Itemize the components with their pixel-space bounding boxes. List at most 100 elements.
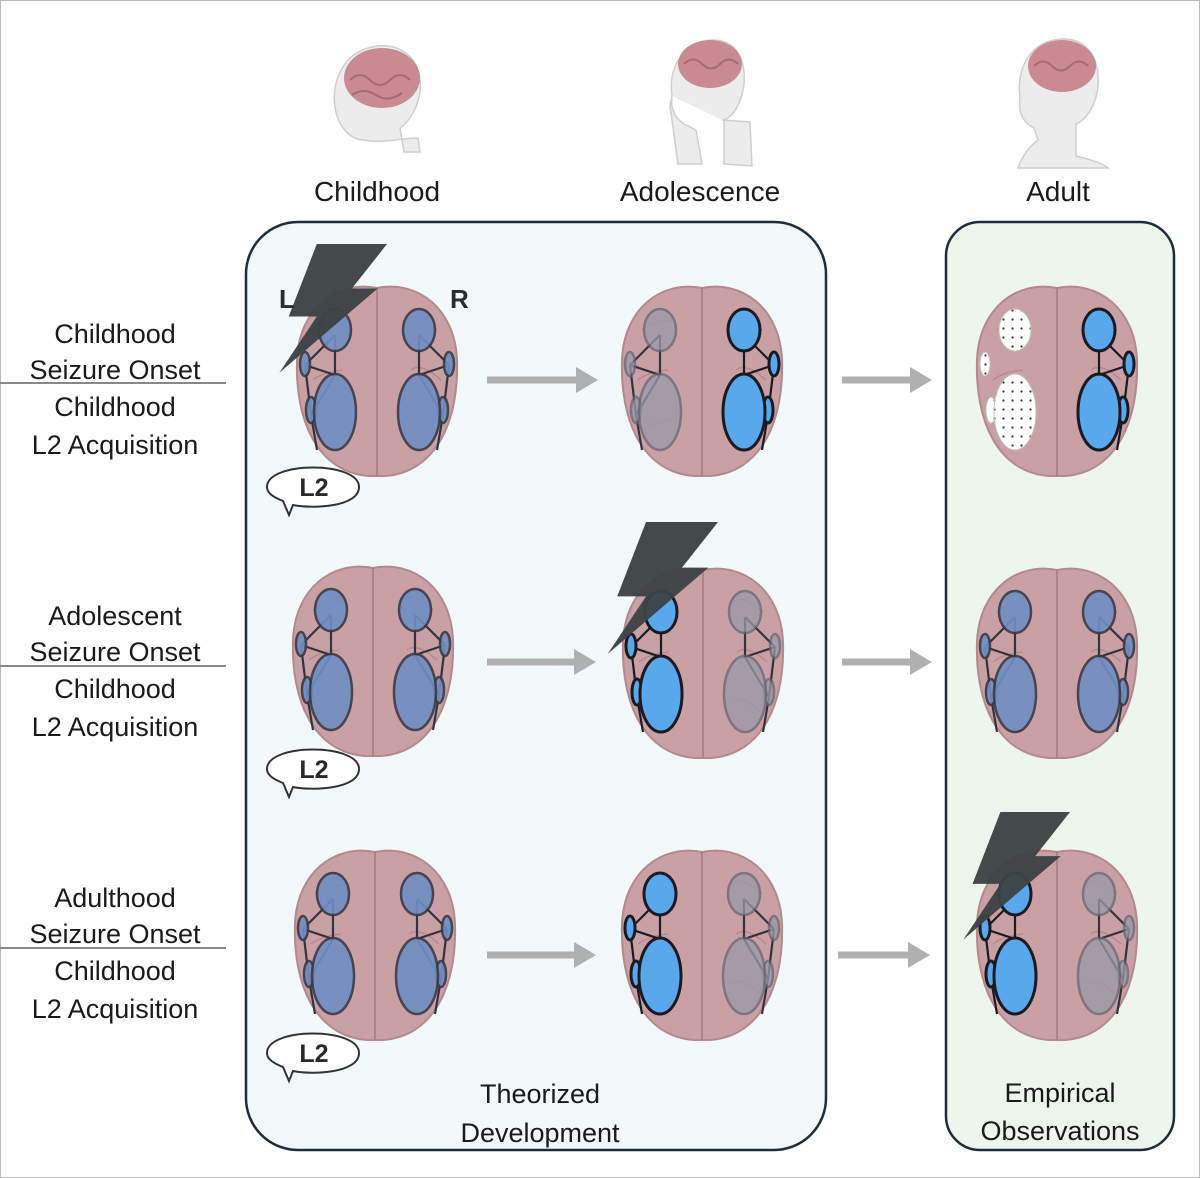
network-node	[294, 630, 308, 658]
brain-gyrus	[406, 646, 438, 661]
arrow-right-icon	[487, 367, 598, 393]
stage-label-childhood: Childhood	[313, 176, 441, 207]
brain-gyrus	[638, 651, 670, 663]
l2-bubble-label: L2	[299, 756, 329, 784]
brain-row2-adult	[975, 567, 1139, 759]
network-node	[638, 654, 684, 734]
brain-row3-adolescence	[620, 849, 784, 1041]
network-node	[768, 632, 782, 660]
row3-seizure-label-2: Seizure Onset	[29, 919, 201, 949]
network-node	[642, 871, 678, 917]
network-node	[992, 654, 1038, 734]
right-hemisphere-label: R	[450, 284, 469, 314]
arrow-head	[908, 942, 930, 968]
arrow-right-icon	[487, 942, 596, 968]
child-head-icon	[333, 45, 422, 153]
row2-l2-label-2: L2 Acquisition	[31, 712, 199, 742]
brain-gyrus	[312, 369, 344, 381]
theorized-label-line1: Theorized	[479, 1079, 601, 1109]
network-node	[312, 372, 358, 452]
network-node	[396, 372, 442, 452]
network-node	[438, 630, 452, 658]
empirical-label-line2: Observations	[980, 1116, 1140, 1146]
speech-bubble-shape	[265, 466, 361, 518]
network-node	[721, 372, 767, 452]
theorized-label-line2: Development	[460, 1118, 620, 1148]
brain-gyrus	[736, 648, 768, 663]
row2-l2-label: Childhood	[54, 674, 176, 704]
network-node	[992, 936, 1038, 1016]
row2-seizure-label: Adolescent	[48, 601, 182, 631]
network-node	[394, 936, 440, 1016]
network-node	[1081, 307, 1117, 353]
network-node	[767, 350, 781, 378]
stage-label-adolescence: Adolescence	[619, 176, 781, 207]
brain-row1-adolescence	[620, 285, 784, 477]
network-node	[1081, 589, 1117, 635]
left-hemisphere-label: L	[279, 284, 295, 314]
arrow-right-icon	[842, 367, 932, 393]
brain-row3-childhood	[293, 849, 457, 1041]
network-node	[397, 587, 433, 633]
row1-l2-label: Childhood	[54, 392, 176, 422]
network-node	[998, 308, 1032, 352]
speech-bubble-icon	[265, 1032, 361, 1084]
speech-bubble-shape	[265, 1032, 361, 1084]
network-node	[997, 589, 1033, 635]
adolescent-head-icon	[669, 39, 753, 167]
lightning-icon	[963, 812, 1070, 940]
network-node	[637, 372, 683, 452]
brain-gyrus	[408, 930, 440, 945]
row3-seizure-label: Adulthood	[54, 883, 176, 913]
network-node	[392, 652, 438, 732]
network-node	[727, 589, 763, 635]
l2-bubble-label: L2	[299, 474, 329, 502]
brain-gyrus	[992, 933, 1024, 945]
row1-seizure-label: Childhood	[54, 319, 176, 349]
network-node	[310, 936, 356, 1016]
network-node	[623, 914, 637, 942]
network-node	[1122, 350, 1136, 378]
lightning-icon	[279, 244, 387, 373]
arrow-right-icon	[487, 649, 596, 675]
network-node	[642, 307, 678, 353]
network-node	[726, 871, 762, 917]
network-node	[978, 632, 992, 660]
network-node	[442, 350, 456, 378]
network-node	[1076, 654, 1122, 734]
network-node	[993, 373, 1037, 451]
network-node	[726, 307, 762, 353]
arrow-head	[910, 649, 932, 675]
network-node	[399, 871, 435, 917]
empirical-label-line1: Empirical	[1004, 1078, 1116, 1108]
arrow-right-icon	[838, 942, 930, 968]
adult-head-icon	[1016, 38, 1110, 169]
network-node	[1081, 871, 1117, 917]
speech-bubble-icon	[265, 748, 361, 800]
network-node	[440, 914, 454, 942]
network-node	[722, 654, 768, 734]
brain-gyrus	[637, 933, 669, 945]
speech-bubble-shape	[265, 748, 361, 800]
row2-seizure-label-2: Seizure Onset	[29, 637, 201, 667]
arrow-head	[574, 649, 596, 675]
network-node	[1122, 632, 1136, 660]
network-node	[623, 350, 637, 378]
network-node	[308, 652, 354, 732]
lightning-icon	[607, 522, 718, 654]
brain-gyrus	[1090, 648, 1122, 663]
brain-gyrus	[1090, 366, 1122, 381]
row3-l2-label-2: L2 Acquisition	[31, 994, 199, 1024]
network-node	[401, 307, 437, 353]
brain-gyrus	[735, 366, 767, 381]
brain-gyrus	[637, 369, 669, 381]
arrow-head	[910, 367, 932, 393]
arrow-right-icon	[842, 649, 932, 675]
network-node	[979, 351, 991, 377]
brain-gyrus	[410, 366, 442, 381]
network-node	[1076, 936, 1122, 1016]
brain-gyrus	[310, 933, 342, 945]
network-node	[298, 350, 312, 378]
network-node	[624, 632, 638, 660]
